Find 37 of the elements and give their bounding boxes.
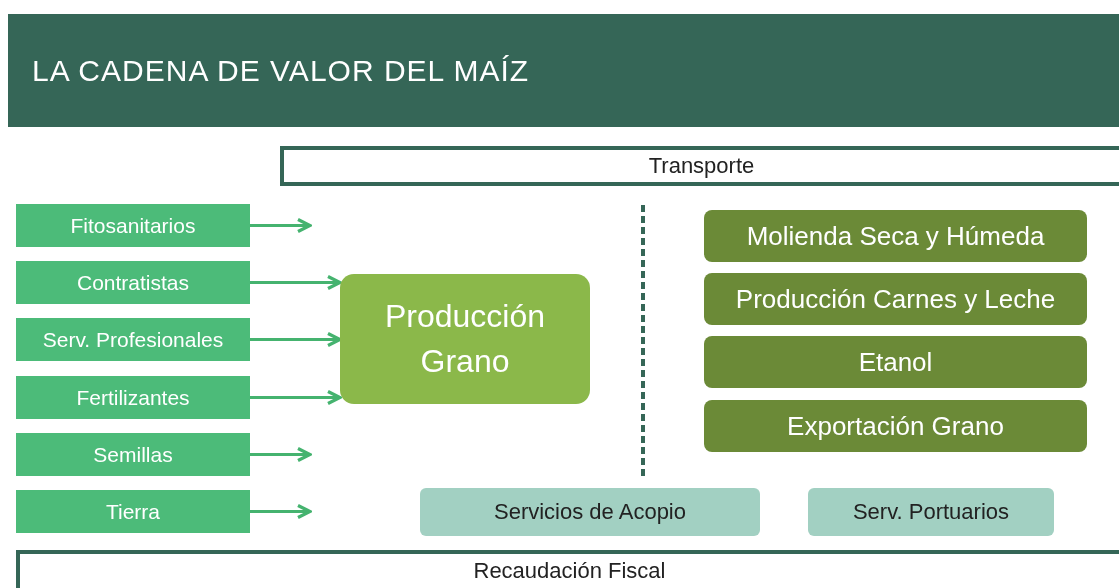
node-label: Contratistas <box>76 269 189 296</box>
band <box>280 146 1119 186</box>
input-box <box>16 261 250 304</box>
input-box <box>16 318 250 361</box>
output-box <box>704 336 1087 388</box>
process-box <box>340 274 590 404</box>
node-label: Fitosanitarios <box>70 212 196 239</box>
node-label: Recaudación Fiscal <box>473 557 666 585</box>
node-label: Serv. Portuarios <box>852 497 1010 526</box>
node-label: Molienda Seca y Húmeda <box>746 219 1045 253</box>
node-label: Exportación Grano <box>787 409 1004 443</box>
input-box <box>16 204 250 247</box>
node-label: Semillas <box>93 441 173 468</box>
arrow <box>250 503 312 520</box>
input-box <box>16 433 250 476</box>
output-box <box>704 400 1087 452</box>
node-label: Servicios de Acopio <box>494 497 686 526</box>
band <box>16 550 1119 588</box>
title: LA CADENA DE VALOR DEL MAÍZ <box>32 53 530 88</box>
node-label: Producción Carnes y Leche <box>735 282 1056 316</box>
arrow <box>250 331 342 348</box>
arrow <box>250 446 312 463</box>
input-box <box>16 376 250 419</box>
output-box <box>704 210 1087 262</box>
arrow <box>250 274 342 291</box>
arrow <box>250 217 312 234</box>
arrow <box>250 389 342 406</box>
node-label: Etanol <box>858 345 933 379</box>
node-label: Fertilizantes <box>76 384 190 411</box>
service-box <box>420 488 760 536</box>
input-box <box>16 490 250 533</box>
service-box <box>808 488 1054 536</box>
node-label: Serv. Profesionales <box>42 326 224 353</box>
node-label: Producción Grano <box>383 297 547 381</box>
node-label: Transporte <box>648 151 755 180</box>
output-box <box>704 273 1087 325</box>
node-label: Tierra <box>105 498 161 525</box>
